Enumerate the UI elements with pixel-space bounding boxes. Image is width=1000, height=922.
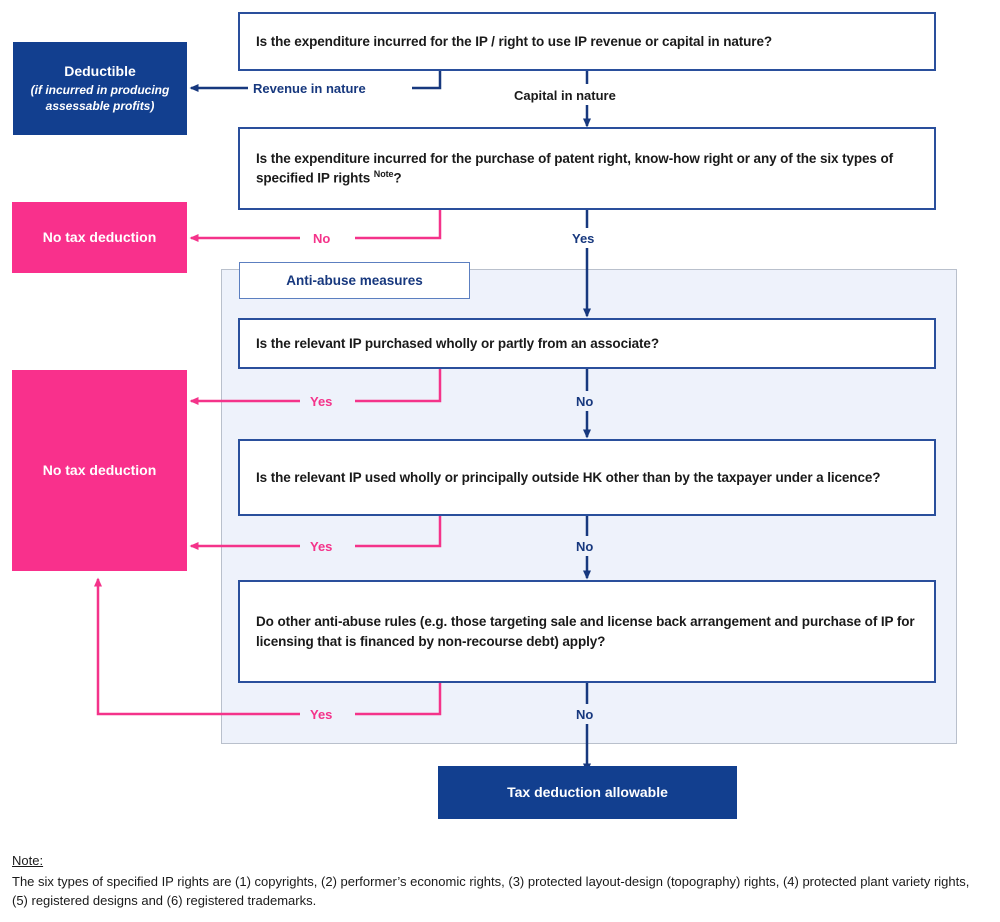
outcome-no-tax-deduction-1-title: No tax deduction — [42, 229, 157, 246]
outcome-tax-deduction-allowable[interactable]: Tax deduction allowable — [438, 766, 737, 819]
edge-label-q5-yes: Yes — [310, 707, 333, 722]
edge-label-q5-no: No — [576, 707, 594, 722]
question-text: Is the expenditure incurred for the purc… — [256, 149, 918, 189]
edge-label-q2-no: No — [313, 231, 331, 246]
anti-abuse-panel-label: Anti-abuse measures — [239, 262, 470, 299]
footnote-body: The six types of specified IP rights are… — [12, 873, 970, 909]
outcome-deductible-subtitle: (if incurred in producing assessable pro… — [30, 83, 170, 113]
edge-label-revenue-in-nature: Revenue in nature — [253, 81, 366, 96]
footnote-title: Note: — [12, 853, 44, 868]
question-text-main: Is the expenditure incurred for the purc… — [256, 150, 894, 186]
note-superscript: Note — [373, 169, 394, 180]
question-box-revenue-or-capital[interactable]: Is the expenditure incurred for the IP /… — [238, 12, 936, 71]
question-text-tail: ? — [393, 170, 402, 186]
edge-label-q4-no: No — [576, 539, 594, 554]
outcome-tax-deduction-allowable-title: Tax deduction allowable — [507, 784, 668, 801]
anti-abuse-panel-label-text: Anti-abuse measures — [286, 273, 423, 288]
outcome-no-tax-deduction-2[interactable]: No tax deduction — [12, 370, 187, 571]
outcome-deductible-title: Deductible — [64, 63, 136, 80]
edge-label-q3-yes: Yes — [310, 394, 333, 409]
question-box-other-anti-abuse-rules[interactable]: Do other anti-abuse rules (e.g. those ta… — [238, 580, 936, 683]
question-box-specified-ip-rights[interactable]: Is the expenditure incurred for the purc… — [238, 127, 936, 210]
outcome-no-tax-deduction-1[interactable]: No tax deduction — [12, 202, 187, 273]
edge-label-q3-no: No — [576, 394, 594, 409]
question-box-purchased-from-associate[interactable]: Is the relevant IP purchased wholly or p… — [238, 318, 936, 369]
outcome-deductible[interactable]: Deductible (if incurred in producing ass… — [13, 42, 187, 135]
question-text: Do other anti-abuse rules (e.g. those ta… — [256, 613, 915, 649]
footnote: Note: The six types of specified IP righ… — [12, 851, 972, 911]
edge-label-capital-in-nature: Capital in nature — [514, 88, 616, 103]
outcome-no-tax-deduction-2-title: No tax deduction — [42, 462, 157, 479]
edge-label-q2-yes: Yes — [572, 231, 595, 246]
question-text: Is the expenditure incurred for the IP /… — [256, 33, 773, 49]
edge-label-q4-yes: Yes — [310, 539, 333, 554]
question-box-used-outside-hk[interactable]: Is the relevant IP used wholly or princi… — [238, 439, 936, 516]
question-text: Is the relevant IP purchased wholly or p… — [256, 335, 659, 351]
question-text: Is the relevant IP used wholly or princi… — [256, 469, 881, 485]
